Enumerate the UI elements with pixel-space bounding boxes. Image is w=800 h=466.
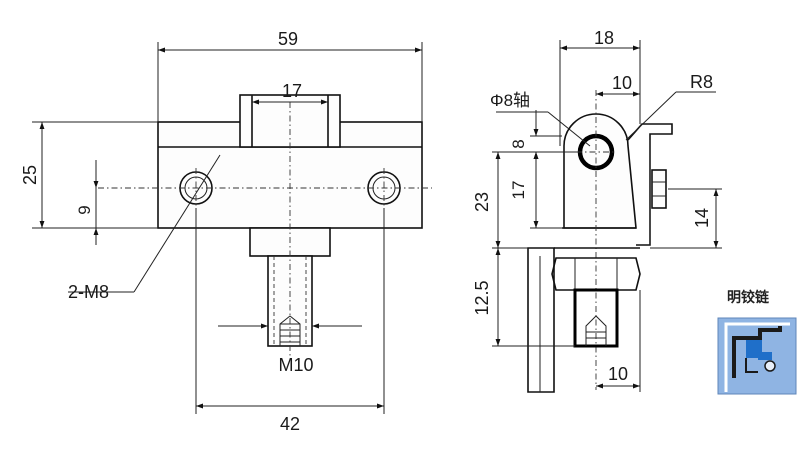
dim-pin-offset: 10: [612, 73, 632, 93]
knuckle-body: [563, 113, 637, 229]
leader-r8: [625, 91, 677, 141]
dim-bracket-height: 14: [692, 208, 712, 228]
stud-heavy: [573, 288, 619, 348]
badge-title: 明铰链: [727, 289, 770, 306]
radius-label: R8: [690, 72, 713, 92]
dim-nut-height: 12.5: [472, 280, 492, 315]
thread-label: M10: [278, 355, 313, 375]
dim-pin-height: 8: [509, 139, 528, 148]
leader-shaft: [547, 111, 591, 147]
bolt-label: 2-M8: [68, 282, 109, 302]
dim-total-height: 23: [472, 192, 492, 212]
dim-bottom-offset: 10: [608, 364, 628, 384]
side-view: 18 10 R8 Φ8轴 8 17 23 12.5: [472, 28, 722, 393]
side-socket: [585, 315, 607, 346]
bolt-head: [651, 169, 667, 209]
dim-height: 25: [20, 165, 40, 185]
badge-bracket: [745, 358, 758, 373]
dim-center-width: 17: [282, 81, 302, 101]
product-badge: 明铰链: [717, 289, 797, 395]
dim-hole-spacing: 42: [280, 414, 300, 434]
leader-line-m8: [133, 154, 221, 293]
dim-upper-height: 17: [509, 181, 528, 200]
bracket-left: [527, 247, 555, 393]
badge-frame: [732, 326, 782, 378]
front-view: 59 17 25 9 2-M8 M10 42: [20, 29, 432, 434]
hex-nut: [551, 257, 641, 291]
badge-hinge-arm: [758, 352, 772, 360]
dim-hole-offset: 9: [75, 205, 94, 214]
dim-top-width: 18: [594, 28, 614, 48]
shaft-label: Φ8轴: [490, 91, 530, 110]
badge-frame-outline: [724, 322, 790, 392]
dim-overall-width: 59: [278, 29, 298, 49]
socket-head: [279, 315, 301, 346]
badge-pin-icon: [764, 360, 776, 372]
